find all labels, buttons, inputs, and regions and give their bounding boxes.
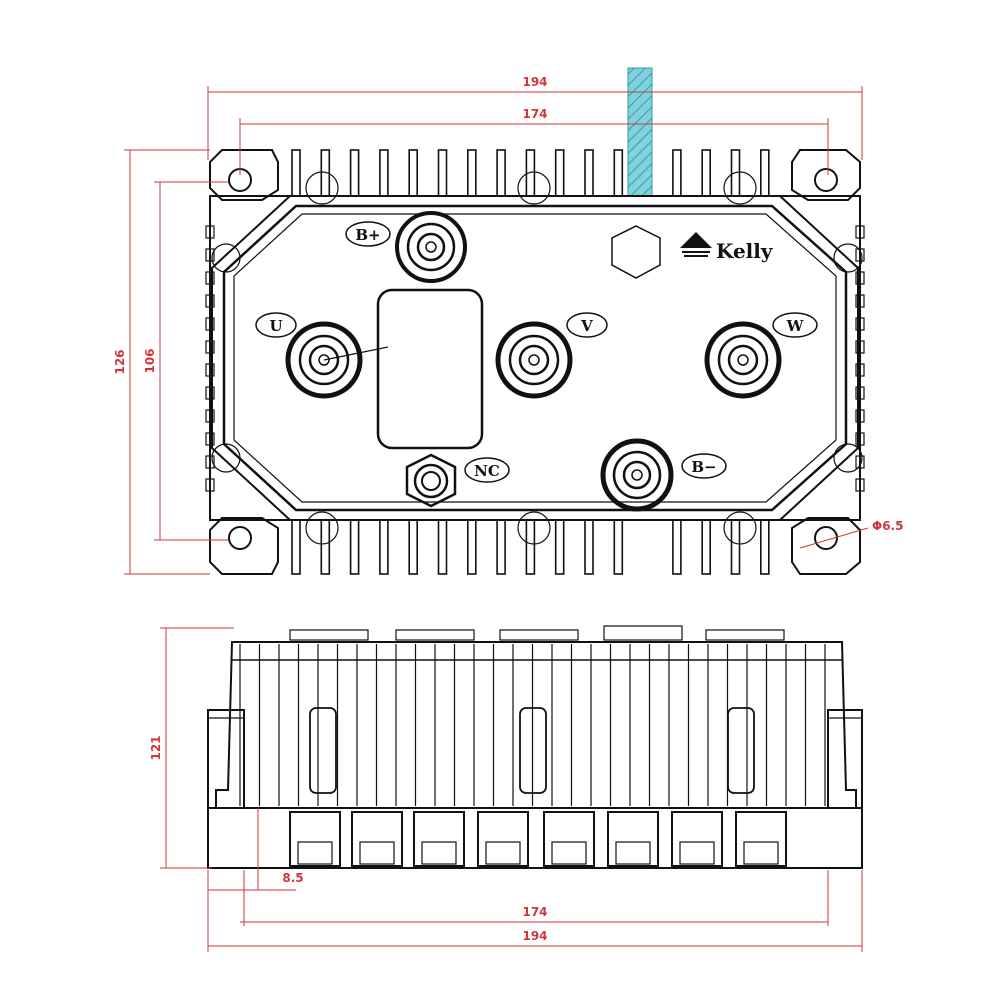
dim-top-hole-height: 106 [143, 348, 157, 373]
dim-top-overall-width: 194 [522, 75, 547, 89]
dim-top-overall-height: 126 [113, 349, 127, 374]
terminal-v [495, 321, 573, 399]
fin [554, 519, 565, 575]
fin [554, 149, 565, 197]
dim-top-hole-width: 174 [522, 107, 547, 121]
base-slot-inner [743, 841, 779, 865]
terminal-b-plus [395, 211, 467, 283]
hex-bolt-icon [611, 225, 661, 279]
base-slot-inner [551, 841, 587, 865]
fin [701, 519, 712, 575]
side-dimensions: 121 8.5 174 194 [149, 627, 863, 952]
housing-body [209, 171, 863, 545]
top-dimensions: 194 174 126 106 Φ6.5 [113, 75, 903, 575]
label-b-plus: B+ [355, 226, 380, 244]
fin [437, 519, 448, 575]
fin [613, 149, 624, 197]
dim-side-flange: 8.5 [282, 871, 303, 885]
fin [613, 519, 624, 575]
base-slots [289, 811, 787, 867]
base-slot [413, 811, 465, 867]
mounting-hole-top-right [814, 168, 838, 192]
base-slot [351, 811, 403, 867]
base-slot-inner [421, 841, 457, 865]
fin [759, 519, 770, 575]
terminal-b-minus [600, 438, 674, 512]
mounting-hole-bottom-right [814, 526, 838, 550]
label-nc: NC [474, 462, 500, 480]
label-u: U [269, 317, 282, 335]
base-slot-inner [615, 841, 651, 865]
brand-logo-text: Kelly [716, 239, 774, 263]
terminal-nc [405, 453, 457, 508]
base-slot-inner [297, 841, 333, 865]
fin [379, 149, 389, 197]
base-slot [607, 811, 659, 867]
fin [349, 519, 360, 575]
side-view: 121 8.5 174 194 [149, 625, 863, 952]
top-view: B+ U V W NC B− Kelly 194 174 [113, 67, 903, 575]
fin [759, 149, 770, 197]
fin [701, 149, 712, 197]
base-slot-inner [679, 841, 715, 865]
base-slot [289, 811, 341, 867]
fin [349, 149, 360, 197]
fin [672, 519, 682, 575]
fin [496, 519, 506, 575]
base-slot [477, 811, 529, 867]
fin [525, 519, 536, 575]
base-slot [543, 811, 595, 867]
fin [291, 519, 301, 575]
terminal-caps [289, 625, 785, 641]
label-b-minus: B− [691, 458, 716, 476]
dim-hole-diameter: Φ6.5 [872, 519, 903, 533]
fin [466, 149, 477, 197]
fin [379, 519, 389, 575]
dim-side-height: 121 [149, 735, 163, 760]
terminal-u [285, 321, 389, 399]
label-w: W [786, 317, 805, 335]
base-slot-inner [485, 841, 521, 865]
dim-side-overall-width: 194 [522, 929, 547, 943]
signal-cable [627, 67, 653, 197]
base-slot-inner [359, 841, 395, 865]
fin [320, 519, 331, 575]
label-v: V [580, 317, 593, 335]
fin [584, 149, 594, 197]
mounting-hole-bottom-left [228, 526, 252, 550]
base-slot [671, 811, 723, 867]
terminal-w [704, 321, 782, 399]
fin [730, 519, 741, 575]
fin [584, 519, 594, 575]
fin [408, 149, 419, 197]
heatsink-fins-bottom [291, 519, 770, 575]
display-window [376, 288, 484, 450]
fin [672, 149, 682, 197]
fin [291, 149, 301, 197]
fin [496, 149, 506, 197]
dim-side-hole-width: 174 [522, 905, 547, 919]
fin [437, 149, 448, 197]
fin [466, 519, 477, 575]
side-fins [239, 644, 826, 806]
fin [408, 519, 419, 575]
base-slot [735, 811, 787, 867]
mounting-flanges [209, 149, 861, 575]
kelly-logo-icon [680, 232, 712, 257]
